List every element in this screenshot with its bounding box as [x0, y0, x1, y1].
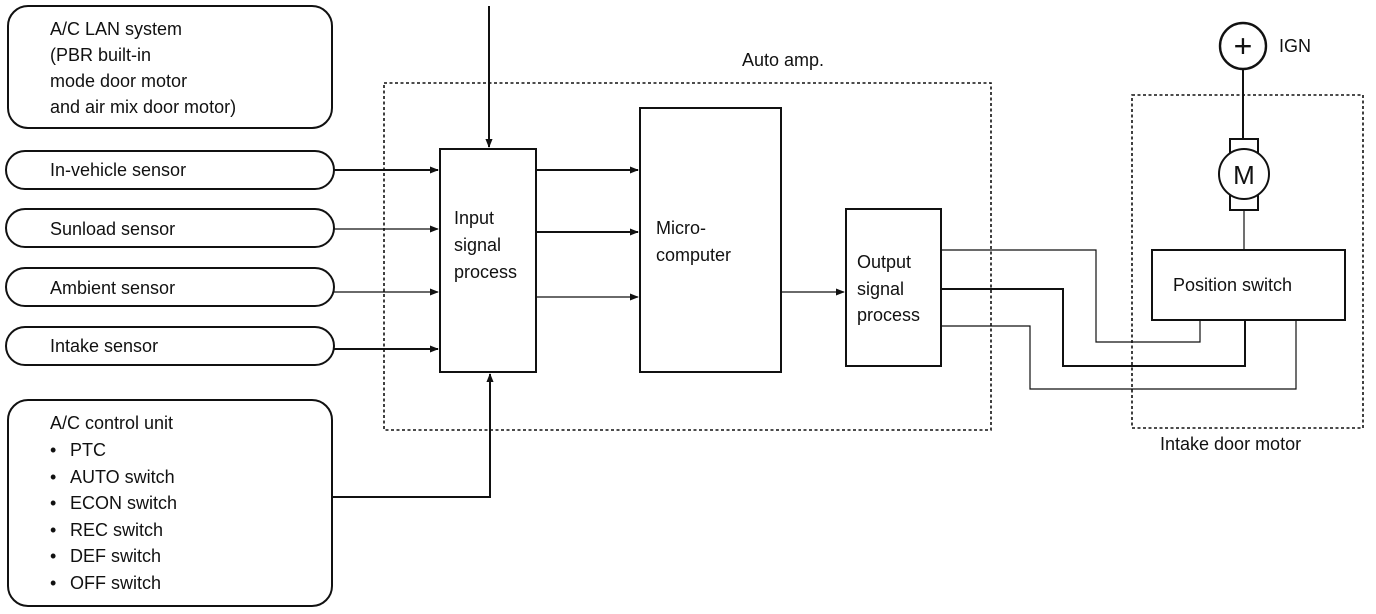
intake-door-motor-enclosure: Intake door motor: [1131, 94, 1364, 454]
output-block-line-1: Output: [857, 252, 911, 272]
output-block-line-3: process: [857, 305, 920, 325]
intake-sensor-label: Intake sensor: [50, 336, 158, 356]
bullet-5: •: [50, 546, 56, 566]
in-vehicle-sensor-label: In-vehicle sensor: [50, 160, 186, 180]
control-unit-item-off: OFF switch: [70, 573, 161, 593]
output-block-line-2: signal: [857, 279, 904, 299]
bullet-6: •: [50, 573, 56, 593]
motor-symbol: M: [1218, 138, 1270, 211]
control-unit-title: A/C control unit: [50, 413, 173, 433]
connection-lines: [332, 6, 1297, 498]
plus-icon: +: [1234, 28, 1253, 64]
control-unit-item-def: DEF switch: [70, 546, 161, 566]
bullet-4: •: [50, 520, 56, 540]
output-signal-process-block: Output signal process: [845, 208, 942, 367]
sunload-sensor-label: Sunload sensor: [50, 219, 175, 239]
ac-lan-line-3: mode door motor: [50, 71, 187, 91]
ac-lan-system-box: A/C LAN system (PBR built-in mode door m…: [7, 5, 333, 129]
motor-symbol-label: M: [1233, 160, 1255, 190]
output-wire-1: [941, 249, 1201, 343]
control-unit-item-econ: ECON switch: [70, 493, 177, 513]
position-switch-block: Position switch: [1151, 249, 1346, 321]
microcomputer-block: Micro- computer: [639, 107, 782, 373]
ac-control-unit-box: A/C control unit • PTC • AUTO switch • E…: [7, 399, 333, 607]
output-wire-3: [941, 320, 1297, 390]
input-block-line-3: process: [454, 262, 517, 282]
ign-power-symbol: + IGN: [1218, 21, 1311, 71]
intake-sensor-box: Intake sensor: [5, 326, 335, 366]
sunload-sensor-box: Sunload sensor: [5, 208, 335, 248]
ign-label: IGN: [1279, 36, 1311, 56]
control-unit-item-ptc: PTC: [70, 440, 106, 460]
auto-amp-enclosure: Auto amp.: [383, 50, 992, 431]
intake-door-motor-label: Intake door motor: [1160, 434, 1301, 454]
bullet-3: •: [50, 493, 56, 513]
input-signal-process-block: Input signal process: [439, 148, 537, 373]
auto-amp-label: Auto amp.: [742, 50, 824, 70]
input-block-line-2: signal: [454, 235, 501, 255]
ac-lan-line-4: and air mix door motor): [50, 97, 236, 117]
ac-lan-line-2: (PBR built-in: [50, 45, 151, 65]
micro-block-line-2: computer: [656, 245, 731, 265]
output-wire-2: [941, 288, 1246, 367]
bullet-2: •: [50, 467, 56, 487]
ambient-sensor-label: Ambient sensor: [50, 278, 175, 298]
in-vehicle-sensor-box: In-vehicle sensor: [5, 150, 335, 190]
control-unit-item-rec: REC switch: [70, 520, 163, 540]
micro-block-line-1: Micro-: [656, 218, 706, 238]
input-block-line-1: Input: [454, 208, 494, 228]
ambient-sensor-box: Ambient sensor: [5, 267, 335, 307]
ac-lan-line-1: A/C LAN system: [50, 19, 182, 39]
control-unit-item-auto: AUTO switch: [70, 467, 175, 487]
bullet-1: •: [50, 440, 56, 460]
control-unit-arrow: [332, 373, 494, 498]
position-switch-label: Position switch: [1173, 275, 1292, 295]
